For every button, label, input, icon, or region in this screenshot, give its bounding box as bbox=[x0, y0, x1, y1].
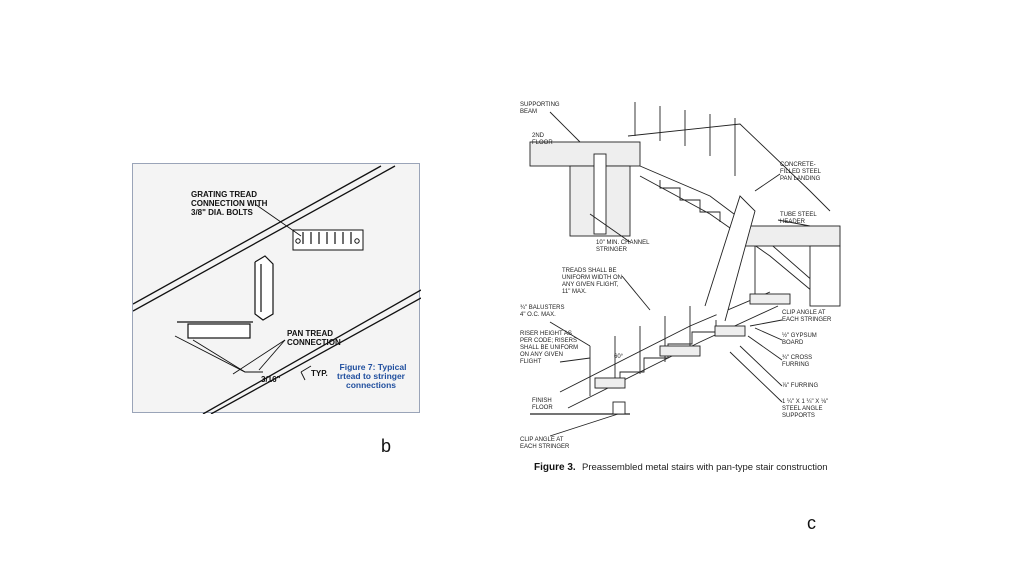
label-riser-5: FLIGHT bbox=[520, 359, 542, 365]
label-channel-2: STRINGER bbox=[596, 247, 628, 253]
grating-label-line-3: 3/8" DIA. BOLTS bbox=[191, 208, 254, 217]
label-steel-3: SUPPORTS bbox=[782, 413, 815, 419]
figure-panel-b: GRATING TREAD CONNECTION WITH 3/8" DIA. … bbox=[132, 163, 422, 415]
panel-b-letter: b bbox=[381, 436, 392, 456]
stair-structure bbox=[529, 102, 841, 437]
label-clip-bot-1: CLIP ANGLE AT bbox=[520, 437, 564, 443]
label-tube-2: HEADER bbox=[780, 219, 806, 225]
label-riser-4: ON ANY GIVEN bbox=[520, 352, 563, 358]
label-clip-top-1: CLIP ANGLE AT bbox=[782, 310, 826, 316]
label-floor2-2: FLOOR bbox=[532, 140, 553, 146]
label-furring: ⅞" FURRING bbox=[782, 383, 818, 389]
label-riser-3: SHALL BE UNIFORM bbox=[520, 345, 578, 351]
label-riser-2: PER CODE; RISERS bbox=[520, 338, 577, 344]
label-steel-2: STEEL ANGLE bbox=[782, 406, 822, 412]
label-treads-4: 11" MAX. bbox=[562, 289, 587, 295]
grating-label-line-1: GRATING TREAD bbox=[191, 190, 257, 199]
pan-label-line-2: CONNECTION bbox=[287, 338, 341, 347]
typ-label: TYP. bbox=[311, 369, 328, 378]
label-concrete-3: PAN LANDING bbox=[780, 176, 821, 182]
stringer-channel bbox=[132, 165, 422, 415]
tread-connection-drawing: GRATING TREAD CONNECTION WITH 3/8" DIA. … bbox=[132, 165, 422, 415]
label-channel-1: 10" MIN. CHANNEL bbox=[596, 240, 650, 246]
bolt-icon bbox=[354, 238, 360, 244]
leader-lines bbox=[174, 203, 312, 381]
label-balusters-1: ¾" BALUSTERS bbox=[520, 305, 564, 311]
label-steel-1: 1 ¼" X 1 ¼" X ⅛" bbox=[782, 399, 828, 405]
grating-label-line-2: CONNECTION WITH bbox=[191, 199, 268, 208]
metal-stair-drawing: SUPPORTING BEAM 2ND FLOOR 10" MIN. CHANN… bbox=[520, 102, 841, 473]
label-supporting-1: SUPPORTING bbox=[520, 102, 560, 108]
label-concrete-2: FILLED STEEL bbox=[780, 169, 822, 175]
grating-tread-plate bbox=[292, 229, 364, 251]
bolt-icon bbox=[295, 238, 301, 244]
label-supporting-2: BEAM bbox=[520, 109, 537, 115]
label-treads-2: UNIFORM WIDTH ON bbox=[562, 275, 622, 281]
figure-7-caption-line-3: connections bbox=[346, 380, 396, 390]
pan-tread bbox=[177, 255, 274, 339]
label-finish-1: FINISH bbox=[532, 398, 552, 404]
label-gypsum-2: BOARD bbox=[782, 340, 804, 346]
label-treads-3: ANY GIVEN FLIGHT, bbox=[562, 282, 619, 288]
figure-3-caption-text: Preassembled metal stairs with pan-type … bbox=[582, 462, 828, 473]
label-cross-2: FURRING bbox=[782, 362, 810, 368]
weld-size-label: 3/16" bbox=[261, 375, 281, 384]
label-angle: 60° bbox=[614, 354, 624, 360]
pan-label-line-1: PAN TREAD bbox=[287, 329, 333, 338]
label-tube-1: TUBE STEEL bbox=[780, 212, 817, 218]
figure-panel-c: SUPPORTING BEAM 2ND FLOOR 10" MIN. CHANN… bbox=[510, 96, 855, 478]
label-floor2-1: 2ND bbox=[532, 133, 545, 139]
figure-3-caption-label: Figure 3. bbox=[534, 462, 576, 473]
label-treads-1: TREADS SHALL BE bbox=[562, 268, 616, 274]
label-riser-1: RISER HEIGHT AS bbox=[520, 331, 572, 337]
label-finish-2: FLOOR bbox=[532, 405, 553, 411]
label-clip-top-2: EACH STRINGER bbox=[782, 317, 832, 323]
label-balusters-2: 4" O.C. MAX. bbox=[520, 312, 556, 318]
panel-c-letter: c bbox=[807, 513, 816, 533]
label-gypsum-1: ½" GYPSUM bbox=[782, 332, 817, 339]
label-concrete-1: CONCRETE- bbox=[780, 162, 816, 168]
figure-7-caption-line-2: trtead to stringer bbox=[337, 371, 406, 381]
label-cross-1: ¾" CROSS bbox=[782, 355, 812, 361]
label-clip-bot-2: EACH STRINGER bbox=[520, 444, 570, 450]
figure-7-caption-line-1: Figure 7: Typical bbox=[340, 362, 407, 372]
